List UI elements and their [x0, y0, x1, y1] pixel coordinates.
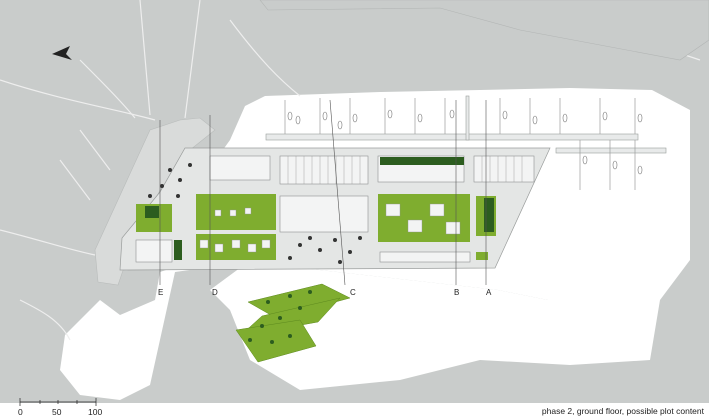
scale-tick-50: 50	[52, 407, 62, 417]
jetty-fingers	[284, 98, 636, 190]
section-label-e: E	[158, 288, 163, 297]
moored-boats	[287, 109, 643, 175]
scale-tick-100: 100	[88, 407, 102, 417]
section-label-b: B	[454, 288, 459, 297]
section-label-c: C	[350, 288, 356, 297]
floating-gardens	[235, 283, 351, 363]
trees	[148, 163, 362, 264]
north-arrow-icon	[52, 46, 72, 60]
courtyard-cells	[199, 203, 461, 253]
open-water	[210, 92, 690, 390]
building-facades	[287, 156, 523, 184]
dark-green-plots	[145, 157, 494, 260]
section-label-a: A	[486, 288, 492, 297]
scale-bar	[19, 398, 97, 406]
section-lines	[159, 99, 487, 286]
footer-strip	[0, 403, 709, 420]
caption: phase 2, ground floor, possible plot con…	[542, 406, 705, 416]
jetties	[265, 95, 667, 154]
northeast-block	[259, 0, 709, 61]
floating-garden-trees	[248, 290, 312, 344]
scale-tick-0: 0	[18, 407, 23, 417]
section-label-d: D	[212, 288, 218, 297]
